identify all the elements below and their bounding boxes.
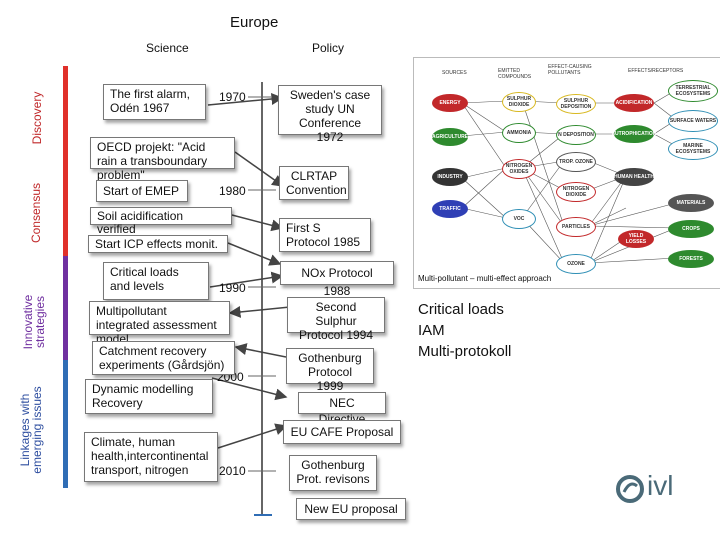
science-column-header: Science [146,41,189,55]
inset-header-sources: SOURCES [442,70,467,76]
year-2010: 2010 [219,464,246,478]
phase-bar-purple [63,256,68,360]
policy-gothenburg-protocol: Gothenburg Protocol 1999 [286,348,374,393]
science-multipollutant-model: Multipollutant integrated assessment mod… [89,301,230,346]
node-yield-losses: YIELD LOSSES [618,230,654,248]
ivl-logo-mark-icon [616,475,644,503]
node-human-health: HUMAN HEALTH [614,168,654,186]
node-crops: CROPS [668,220,714,238]
node-trop-ozone: TROP. OZONE [556,152,596,172]
science-catchment-recovery: Catchment recovery experiments (Gårdsjön… [92,341,235,375]
ivl-logo: ivl [615,470,687,506]
inset-links [461,89,677,264]
node-sulphur-deposition: SULPHUR DEPOSITION [556,94,596,114]
node-n-deposition: N DEPOSITION [556,125,596,145]
side-multi-protokoll: Multi-protokoll [418,343,512,360]
year-1990: 1990 [219,281,246,295]
inset-header-effect-causing: EFFECT-CAUSING POLLUTANTS [548,64,592,76]
node-eutrophication: EUTROPHICATION [612,125,656,143]
policy-first-s-protocol: First S Protocol 1985 [279,218,371,252]
science-critical-loads: Critical loads and levels [103,262,209,300]
science-oecd-project: OECD projekt: "Acid rain a transboundary… [90,137,235,182]
node-ozone: OZONE [556,254,596,274]
side-iam: IAM [418,322,445,339]
policy-nox-protocol: NOx Protocol 1988 [280,261,394,298]
science-dynamic-modelling: Dynamic modelling Recovery [85,379,213,414]
node-industry: INDUSTRY [432,168,468,186]
inset-diagram: SOURCES EMITTED COMPOUNDS EFFECT-CAUSING… [413,57,720,289]
node-materials: MATERIALS [668,194,714,212]
node-acidification: ACIDIFICATION [614,94,654,112]
phase-bar-red [63,66,68,256]
science-start-emep: Start of EMEP [96,180,188,202]
science-climate-health: Climate, human health,intercontinental t… [84,432,218,482]
node-particles: PARTICLES [556,217,596,237]
year-1970: 1970 [219,90,246,104]
policy-eu-cafe: EU CAFE Proposal [283,420,401,444]
policy-gothenburg-revisions: Gothenburg Prot. revisons [289,455,377,491]
side-critical-loads: Critical loads [418,301,504,318]
inset-caption: Multi-pollutant – multi-effect approach [418,274,552,283]
node-energy: ENERGY [432,94,468,112]
node-voc: VOC [502,209,536,229]
node-terrestrial: TERRESTRIAL ECOSYSTEMS [668,80,718,102]
ivl-logo-text: ivl [647,470,674,501]
phase-bar-blue [63,360,68,488]
node-surface-waters: SURFACE WATERS [668,110,718,132]
policy-column-header: Policy [312,41,345,55]
policy-new-eu-proposal: New EU proposal [296,498,406,520]
node-marine: MARINE ECOSYSTEMS [668,138,718,160]
inset-header-emitted: EMITTED COMPOUNDS [498,68,532,80]
node-sulphur-dioxide: SULPHUR DIOXIDE [502,92,536,112]
policy-nec-directive: NEC Directive [298,392,386,426]
year-1980: 1980 [219,184,246,198]
policy-clrtap: CLRTAP Convention [279,166,349,200]
science-soil-acidification: Soil acidification verified [90,207,232,236]
node-nitrogen-dioxide: NITROGEN DIOXIDE [556,182,596,202]
policy-second-sulphur: Second Sulphur Protocol 1994 [287,297,385,342]
node-agriculture: AGRICULTURE [432,128,468,146]
node-ammonia: AMMONIA [502,123,536,143]
node-forests: FORESTS [668,250,714,268]
science-first-alarm: The first alarm, Odén 1967 [103,84,206,120]
page-title: Europe [230,14,279,31]
node-traffic: TRAFFIC [432,200,468,218]
policy-sweden-case: Sweden's case study UN Conference 1972 [278,85,382,144]
node-nitrogen-oxides: NITROGEN OXIDES [502,159,536,179]
inset-header-effects: EFFECTS/RECEPTORS [628,68,684,74]
science-start-icp: Start ICP effects monit. [88,235,228,253]
